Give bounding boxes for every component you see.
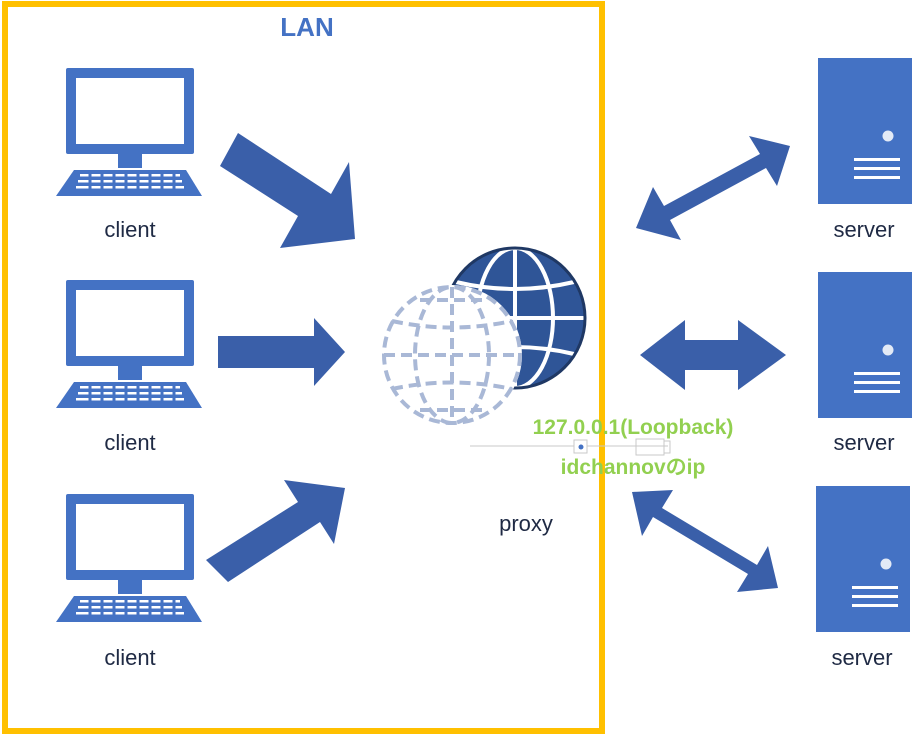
- arrow-proxy-server1: [636, 136, 790, 240]
- client-label-2: client: [104, 430, 156, 455]
- arrow-proxy-server3: [632, 490, 778, 592]
- client-label-1: client: [104, 217, 156, 242]
- connector-artifact: [470, 438, 671, 456]
- proxy-annotation-line1: 127.0.0.1(Loopback): [532, 416, 734, 439]
- server-icon-2: [818, 272, 912, 418]
- proxy-globe-ghost-icon: [382, 285, 522, 425]
- proxy-annotation-line2: idchannovのip: [560, 456, 706, 479]
- lan-boundary: [2, 1, 605, 734]
- server-icon-3: [816, 486, 910, 632]
- lan-title: LAN: [280, 12, 334, 42]
- client-label-3: client: [104, 645, 156, 670]
- server-label-3: server: [831, 645, 893, 670]
- arrow-client2-to-proxy: [218, 318, 345, 386]
- connector-dot: [578, 444, 584, 450]
- client-computer-icon-3: [54, 492, 204, 624]
- proxy-label: proxy: [499, 511, 553, 536]
- server-icon-1: [818, 58, 912, 204]
- client-computer-icon-2: [54, 278, 204, 410]
- server-label-1: server: [833, 217, 895, 242]
- arrow-proxy-server2: [640, 320, 786, 390]
- arrow-client1-to-proxy: [220, 133, 355, 248]
- client-computer-icon-1: [54, 66, 204, 198]
- arrow-client3-to-proxy: [206, 480, 345, 582]
- server-label-2: server: [833, 430, 895, 455]
